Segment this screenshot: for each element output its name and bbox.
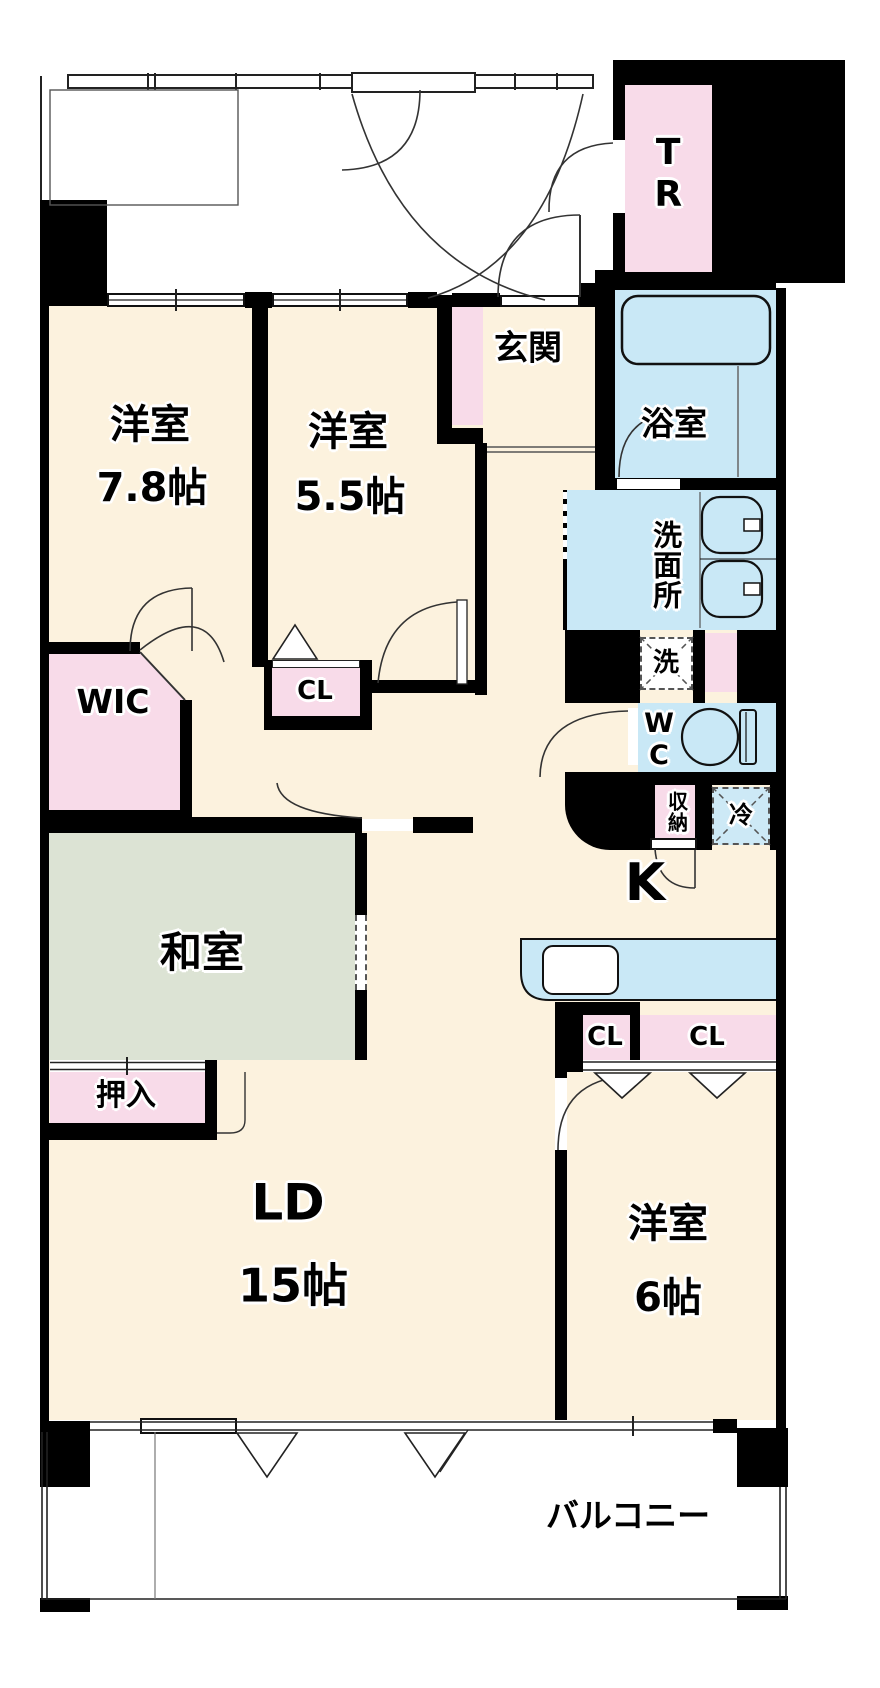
kitchen-sink-icon — [542, 945, 619, 995]
window-lines — [50, 289, 776, 1436]
room-washitsu — [48, 833, 360, 1060]
room-trunk — [625, 85, 712, 272]
wall — [413, 817, 473, 833]
wall — [555, 1072, 567, 1420]
wall — [437, 428, 483, 444]
wall — [776, 288, 786, 1428]
room-size-ld: 15帖 — [237, 1258, 349, 1313]
wall — [737, 630, 776, 703]
room-label-balcony: バルコニー — [545, 1496, 711, 1536]
wc-door-gap — [628, 708, 638, 765]
wall — [40, 810, 192, 833]
wall — [205, 1060, 217, 1140]
door-arcs — [129, 411, 696, 1151]
label-closet-bedroom2: CL — [297, 676, 333, 707]
wall — [360, 680, 487, 693]
room-label-wic: WIC — [76, 682, 150, 722]
wall — [245, 292, 272, 308]
label-storage: 収納 — [664, 791, 689, 833]
wall — [737, 1428, 788, 1487]
closet-a — [583, 1015, 630, 1060]
wall — [770, 785, 776, 850]
room-label-washroom: 洗面所 — [648, 520, 683, 610]
room-size-bedroom1: 7.8帖 — [96, 465, 208, 511]
refrigerator-x-symbol — [711, 786, 771, 846]
wall — [180, 700, 192, 812]
room-label-genkan: 玄関 — [494, 328, 562, 369]
trunk-door-gap — [613, 140, 625, 213]
wall — [695, 785, 712, 850]
room-oshiire — [50, 1072, 205, 1123]
closet-door-track — [583, 1060, 776, 1072]
fusuma-track — [355, 915, 367, 990]
balcony-window — [90, 1420, 713, 1432]
kitchen-counter-icon — [520, 938, 776, 1001]
wall — [437, 295, 452, 428]
wall — [48, 642, 140, 654]
wall — [565, 630, 640, 703]
storage-cabinet — [655, 785, 695, 838]
room-label-ld: LD — [251, 1173, 325, 1232]
wall — [192, 817, 362, 833]
wall — [40, 200, 107, 306]
laundry-x-symbol — [639, 636, 694, 691]
balcony-outline — [41, 1429, 787, 1600]
label-refrigerator: 冷 — [729, 801, 753, 830]
wall — [252, 307, 268, 667]
room-label-kitchen: K — [624, 853, 666, 914]
label-laundry: 洗 — [652, 648, 680, 679]
wall — [595, 272, 776, 290]
wall — [713, 1419, 737, 1433]
closet-bedroom2-door — [272, 660, 360, 668]
room-label-trunk: TR — [647, 132, 689, 216]
corridor-outline — [40, 72, 594, 206]
wall — [264, 660, 272, 730]
wall — [40, 1598, 90, 1612]
wall — [40, 306, 49, 1421]
label-closet-a: CL — [587, 1022, 623, 1053]
closet-b — [640, 1015, 776, 1060]
wall — [452, 293, 500, 307]
door-window-triangles — [235, 623, 748, 1479]
wall — [40, 1123, 217, 1140]
laundry-side-cabinet — [705, 633, 737, 692]
label-oshiire: 押入 — [96, 1077, 156, 1113]
wall — [563, 490, 567, 630]
room-size-bedroom3: 6帖 — [634, 1275, 702, 1321]
wall — [628, 772, 776, 785]
label-closet-b: CL — [689, 1022, 725, 1053]
room-label-bath: 浴室 — [641, 404, 707, 444]
room-size-bedroom2: 5.5帖 — [294, 474, 406, 520]
genkan-cabinet — [450, 307, 483, 425]
entrance-door-arcs — [341, 89, 614, 301]
bath-door-gap — [617, 479, 680, 489]
room-label-washitsu: 和室 — [159, 927, 245, 977]
storage-shelf — [650, 838, 697, 850]
room-label-wc: WC — [643, 708, 675, 772]
wall — [693, 630, 705, 703]
toilet-icon — [680, 707, 757, 767]
room-wic — [48, 652, 185, 812]
wall — [565, 772, 655, 850]
wall — [630, 1015, 640, 1060]
wall — [475, 443, 487, 695]
room-label-bedroom2: 洋室 — [308, 409, 388, 455]
room-label-bedroom3: 洋室 — [628, 1201, 708, 1247]
closet-bedroom2 — [272, 668, 360, 717]
bedroom3-door-gap — [555, 1078, 567, 1150]
sink-icon — [699, 492, 776, 628]
entry-door-threshold — [500, 295, 580, 307]
wall — [360, 660, 372, 730]
wall — [595, 270, 615, 490]
room-label-bedroom1: 洋室 — [110, 402, 190, 448]
wall — [408, 292, 437, 308]
wall — [580, 283, 595, 307]
wall — [264, 716, 372, 730]
wall — [555, 1002, 583, 1072]
bathtub-icon — [620, 294, 772, 477]
wall — [40, 1421, 90, 1487]
washitsu-door-gap — [362, 819, 413, 831]
